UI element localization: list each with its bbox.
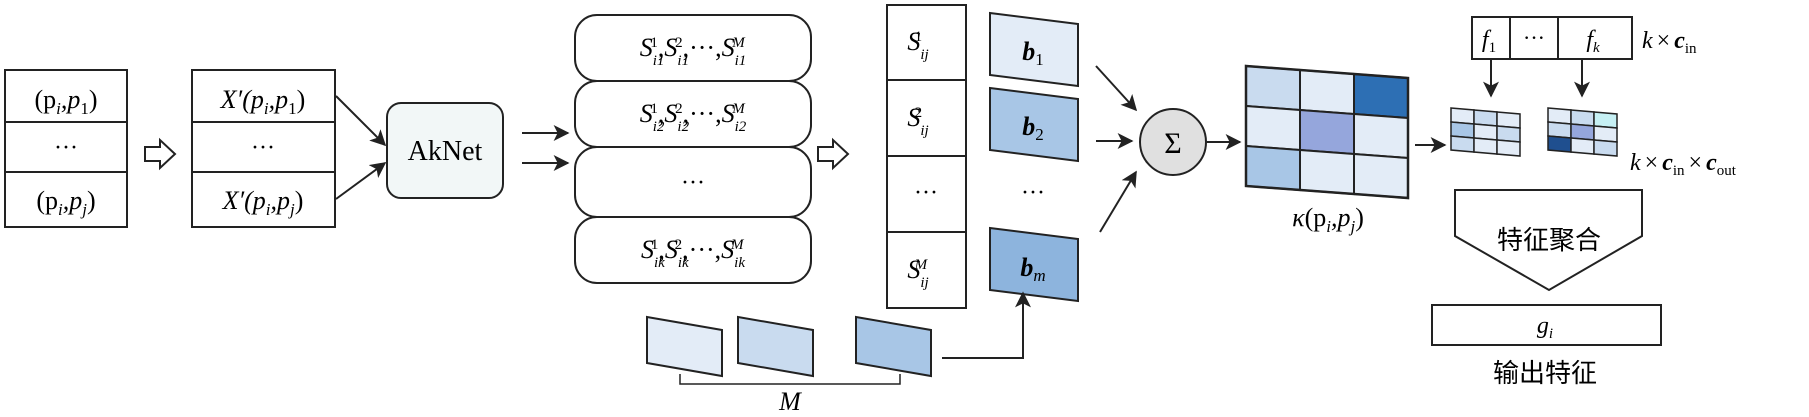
filter-size-label: k×cin <box>1642 28 1697 57</box>
hollow-arrow-1 <box>144 137 177 171</box>
input-pair-ellipsis: ··· <box>54 135 78 161</box>
basis-ellipsis: ··· <box>1021 180 1045 206</box>
s-rows: Si11,Si12,···,Si1M Si21,Si22,···,Si2M ··… <box>640 33 747 271</box>
hollow-arrow-2 <box>817 137 850 171</box>
kappa-label: κ(pi,pj) <box>1292 203 1364 236</box>
filter-fk: fk <box>1586 27 1600 56</box>
basis-b2-label: b2 <box>1022 112 1044 144</box>
m-brace <box>679 374 901 385</box>
feature-column <box>191 69 336 228</box>
arrow-b1-to-sum <box>1095 65 1138 112</box>
arrow-m-to-bm <box>942 291 1031 359</box>
filter-f1: f1 <box>1482 27 1496 56</box>
input-pair-top: (pi,p1) <box>34 85 97 118</box>
sij-m: SijM <box>907 255 928 291</box>
sij-2: Sij2 <box>907 103 928 139</box>
output-size-label: k×cin×cout <box>1630 150 1737 179</box>
arrow-feature-bottom-to-aknet <box>335 162 387 200</box>
output-caption: 输出特征 <box>1493 359 1597 389</box>
m-kernel-1 <box>646 315 723 378</box>
small-matrix-2 <box>1547 107 1618 157</box>
m-label: M <box>778 387 802 416</box>
m-kernel-2 <box>737 315 814 378</box>
sij-1: Sij1 <box>907 27 928 63</box>
filter-bank <box>1471 16 1633 60</box>
filter-ellipsis: ··· <box>1523 25 1545 50</box>
small-matrix-1 <box>1450 107 1521 157</box>
sij-column <box>886 4 967 309</box>
s-row-ellipsis: ··· <box>681 170 705 196</box>
basis-b1-label: b1 <box>1022 37 1044 69</box>
feature-bottom: X′(pi,pj) <box>222 186 304 219</box>
aggregate-label: 特征聚合 <box>1497 226 1601 256</box>
sij-cells: Sij1 Sij2 ··· SijM <box>907 27 938 291</box>
input-pair-bottom: (pi,pj) <box>36 186 95 219</box>
basis-bm-label: bm <box>1020 253 1045 285</box>
s-sequence-block <box>574 14 812 284</box>
feature-ellipsis: ··· <box>251 135 275 161</box>
input-pairs-column <box>4 69 128 228</box>
s-row-1: Si11,Si12,···,Si1M <box>640 33 747 69</box>
arrow-feature-top-to-aknet <box>335 95 387 147</box>
s-row-2: Si21,Si22,···,Si2M <box>640 99 747 135</box>
sij-ellipsis: ··· <box>914 180 938 206</box>
sum-symbol: Σ <box>1164 127 1181 160</box>
aggregate-shape <box>1454 189 1643 292</box>
sum-circle <box>1139 108 1207 176</box>
m-kernel-3 <box>855 315 932 378</box>
basis-b1 <box>989 11 1079 88</box>
basis-b2 <box>989 86 1079 163</box>
kappa-matrix <box>1244 64 1410 200</box>
aknet-box <box>386 102 504 199</box>
basis-bm <box>989 226 1079 303</box>
output-box <box>1431 304 1662 346</box>
s-row-k: Sik1,Sik2,···,SikM <box>641 235 745 271</box>
aknet-label: AkNet <box>408 136 483 167</box>
output-label: gi <box>1537 313 1553 342</box>
arrow-bm-to-sum <box>1099 170 1137 233</box>
feature-top: X′(pi,p1) <box>220 85 306 118</box>
